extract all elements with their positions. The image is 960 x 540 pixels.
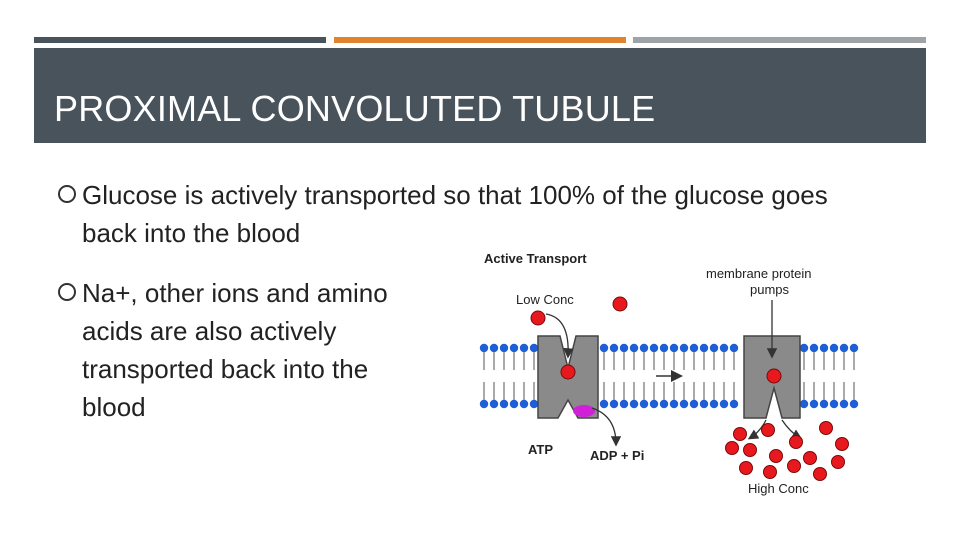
membrane-lipid-head — [729, 343, 739, 353]
membrane-lipid-head — [489, 399, 499, 409]
membrane-lipid-head — [799, 399, 809, 409]
membrane-lipid-head — [479, 343, 489, 353]
bullet-glucose: Glucose is actively transported so that … — [58, 176, 838, 252]
glucose-molecule — [803, 451, 817, 465]
membrane-lipid-head — [519, 343, 529, 353]
glucose-molecule — [733, 427, 747, 441]
membrane-lipid-head — [529, 399, 539, 409]
membrane-lipid-head — [479, 399, 489, 409]
glucose-molecule — [819, 421, 833, 435]
glucose-molecule — [787, 459, 801, 473]
membrane-lipid-head — [849, 399, 859, 409]
low-conc-arrow — [545, 313, 574, 359]
membrane-lipid-head — [679, 399, 689, 409]
accent-bar-orange — [334, 37, 626, 43]
glucose-molecule — [612, 296, 628, 312]
membrane-lipid-head — [679, 343, 689, 353]
title-band: PROXIMAL CONVOLUTED TUBULE — [34, 48, 926, 143]
glucose-molecule — [739, 461, 753, 475]
glucose-molecule — [743, 443, 757, 457]
membrane-lipid-head — [729, 399, 739, 409]
glucose-molecule — [725, 441, 739, 455]
membrane-lipid-head — [599, 399, 609, 409]
membrane-lipid-head — [659, 343, 669, 353]
membrane-lipid-head — [639, 343, 649, 353]
slide-title: PROXIMAL CONVOLUTED TUBULE — [54, 88, 656, 129]
membrane-lipid-head — [699, 399, 709, 409]
glucose-molecule — [763, 465, 777, 479]
membrane-lipid-head — [659, 399, 669, 409]
membrane-lipid-head — [799, 343, 809, 353]
glucose-molecule — [813, 467, 827, 481]
membrane-lipid-head — [669, 399, 679, 409]
membrane-lipid-head — [669, 343, 679, 353]
membrane-lipid-head — [609, 343, 619, 353]
membrane-lipid-head — [839, 399, 849, 409]
glucose-molecule — [769, 449, 783, 463]
bullet-circle-icon — [58, 185, 76, 203]
bullet-ions: Na+, other ions and amino acids are also… — [58, 274, 398, 426]
atp-molecule — [573, 405, 595, 417]
release-arrow-1 — [747, 419, 767, 440]
glucose-molecule — [761, 423, 775, 437]
accent-bar-dark — [34, 37, 326, 43]
cell-membrane — [479, 343, 859, 409]
membrane-lipid-head — [529, 343, 539, 353]
membrane-lipid-head — [619, 399, 629, 409]
glucose-molecule — [789, 435, 803, 449]
membrane-lipid-head — [599, 343, 609, 353]
membrane-lipid-head — [639, 399, 649, 409]
accent-bar-gray — [633, 37, 926, 43]
membrane-lipid-head — [519, 399, 529, 409]
membrane-lipid-head — [809, 399, 819, 409]
membrane-lipid-head — [689, 343, 699, 353]
adp-release-arrow — [591, 407, 622, 447]
membrane-lipid-head — [849, 343, 859, 353]
membrane-lipid-head — [709, 343, 719, 353]
atp-label: ATP — [528, 442, 553, 457]
low-conc-label: Low Conc — [516, 292, 574, 307]
high-conc-molecules — [725, 421, 849, 481]
adp-label: ADP + Pi — [590, 448, 644, 463]
membrane-lipid-head — [499, 399, 509, 409]
glucose-molecule — [831, 455, 845, 469]
pump-label-line2: pumps — [750, 282, 790, 297]
membrane-lipid-head — [819, 343, 829, 353]
active-transport-diagram: Active Transport Low Conc membrane prote… — [479, 251, 859, 496]
left-pump-molecule — [560, 364, 576, 380]
membrane-lipid-head — [719, 343, 729, 353]
membrane-lipid-head — [829, 343, 839, 353]
membrane-lipid-head — [609, 399, 619, 409]
membrane-lipid-head — [709, 399, 719, 409]
membrane-lipid-head — [819, 399, 829, 409]
bullet-text: Glucose is actively transported so that … — [82, 180, 828, 248]
glucose-molecule — [835, 437, 849, 451]
membrane-lipid-head — [619, 343, 629, 353]
membrane-lipid-head — [509, 343, 519, 353]
high-conc-label: High Conc — [748, 481, 809, 496]
membrane-lipid-head — [489, 343, 499, 353]
bullet-circle-icon — [58, 283, 76, 301]
membrane-lipid-head — [649, 399, 659, 409]
membrane-lipid-head — [629, 399, 639, 409]
membrane-lipid-head — [629, 343, 639, 353]
bullet-text: Na+, other ions and amino acids are also… — [82, 278, 388, 422]
membrane-lipid-head — [499, 343, 509, 353]
glucose-molecule — [530, 310, 546, 326]
membrane-lipid-head — [719, 399, 729, 409]
membrane-lipid-head — [689, 399, 699, 409]
membrane-lipid-head — [699, 343, 709, 353]
membrane-lipid-head — [649, 343, 659, 353]
right-pump-molecule — [766, 368, 782, 384]
membrane-lipid-head — [829, 399, 839, 409]
diagram-heading: Active Transport — [484, 251, 587, 266]
membrane-lipid-head — [839, 343, 849, 353]
membrane-lipid-head — [509, 399, 519, 409]
pump-label-line1: membrane protein — [706, 266, 812, 281]
membrane-lipid-head — [809, 343, 819, 353]
